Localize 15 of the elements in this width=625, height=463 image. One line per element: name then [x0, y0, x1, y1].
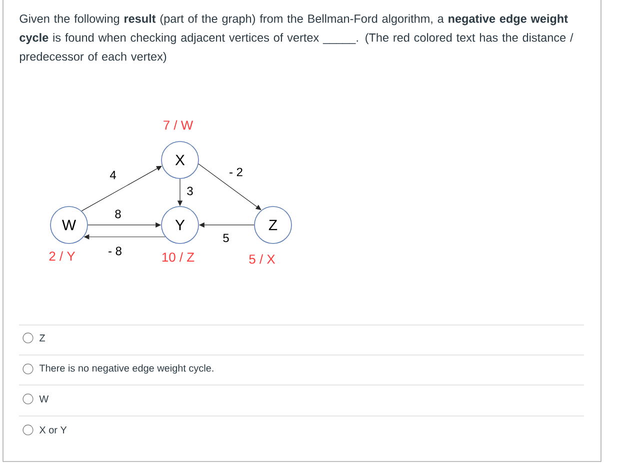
- option-text: Z: [40, 334, 45, 342]
- distance-label: 7 / W: [164, 120, 194, 130]
- option-text: There is no negative edge weight cycle.: [39, 364, 214, 374]
- edge-label: 8: [114, 208, 122, 220]
- option-text: W: [39, 396, 49, 402]
- option-text: X or Y: [39, 426, 67, 434]
- edge-label: - 2: [228, 166, 244, 178]
- edge-label: - 8: [107, 246, 123, 256]
- distance-label: 2 / Y: [49, 251, 76, 261]
- edge-label: 4: [108, 170, 118, 180]
- edge-label: 3: [186, 186, 194, 196]
- distance-label: 5 / X: [249, 254, 276, 264]
- edge-label: 5: [222, 232, 230, 244]
- distance-label: 10 / Z: [162, 252, 194, 262]
- question-text: Given the following result (part of the graph) from the Bellman-Ford algorithm, a negative edge weight cycle is found when checking adjacent vertices of vertex _____. (The red colored text has the distance / predecessor of each vertex): [20, 14, 574, 63]
